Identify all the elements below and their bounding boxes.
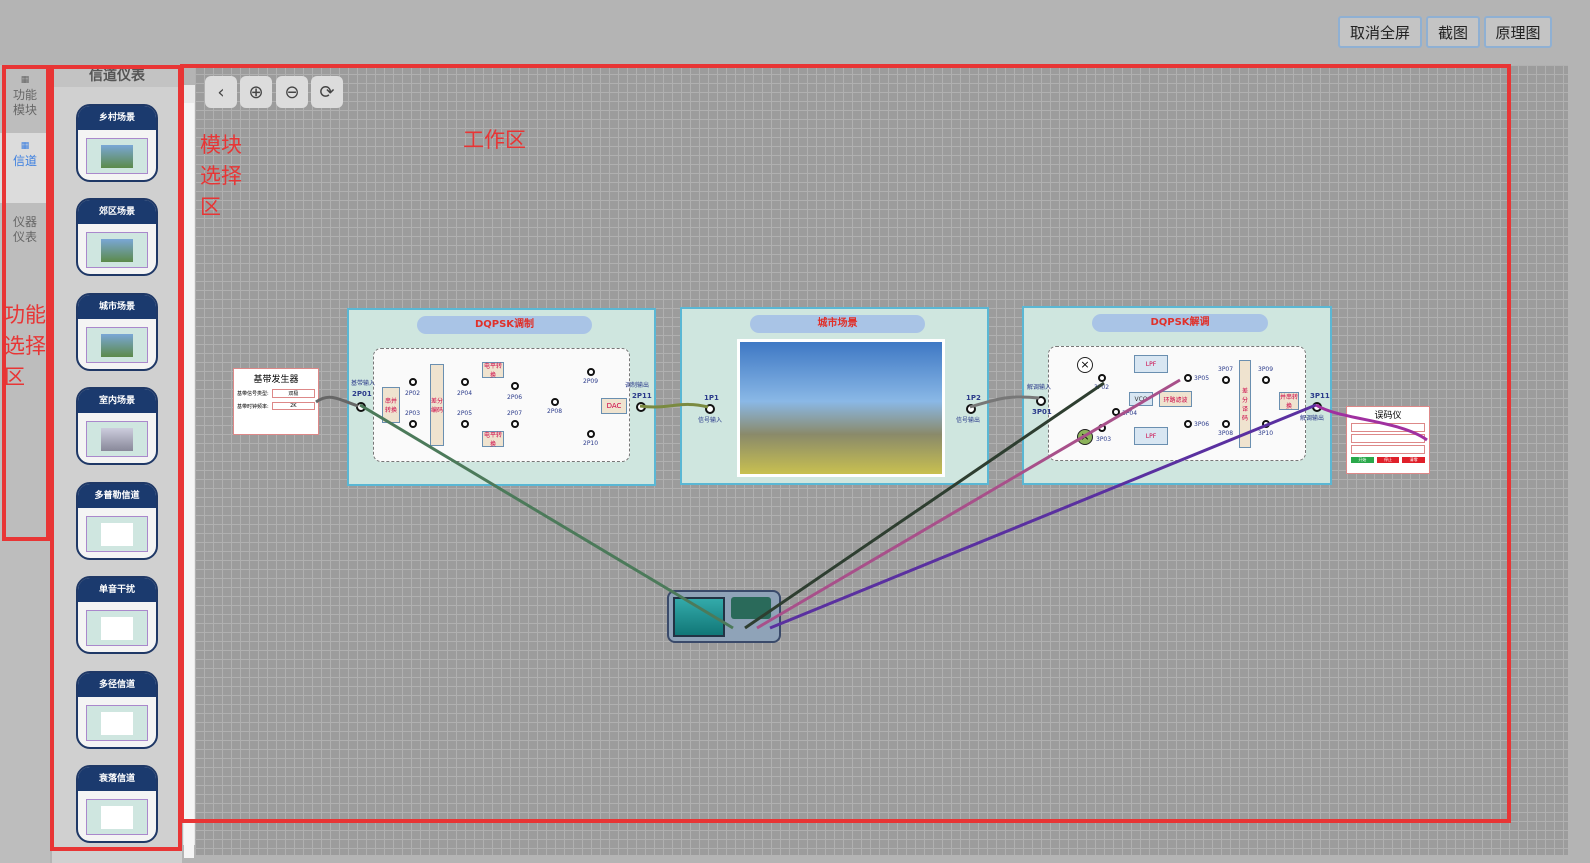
module-title: 城市场景 [750, 315, 925, 333]
grid-icon: ▦ [20, 75, 30, 85]
back-icon[interactable]: ‹ [205, 76, 237, 108]
port-3p01[interactable] [1036, 396, 1046, 406]
exit-fullscreen-button[interactable]: 取消全屏 [1338, 16, 1422, 48]
port-2p10[interactable] [587, 430, 595, 438]
cable[interactable] [969, 395, 1040, 409]
clock-freq-field[interactable]: 2K [271, 402, 315, 410]
dqpsk-demodulator-module[interactable]: DQPSK解调 LPF LPF VCO 环路滤波 差分译码 并串转换 × × 解… [1022, 306, 1332, 485]
start-button[interactable]: 开始 [1351, 457, 1374, 463]
module-card[interactable]: 城市场景 [76, 293, 158, 371]
module-card[interactable]: 单音干扰 [76, 576, 158, 654]
port-2p03[interactable] [409, 420, 417, 428]
module-area-annotation: 模块选择区 [200, 133, 242, 219]
nav-item-function-modules[interactable]: ▦功能模块 [0, 73, 50, 129]
port-2p02[interactable] [409, 378, 417, 386]
zoom-in-icon[interactable]: ⊕ [240, 76, 272, 108]
port-2p08[interactable] [551, 398, 559, 406]
cable[interactable] [315, 395, 359, 408]
schematic-button[interactable]: 原理图 [1484, 16, 1552, 48]
module-title: DQPSK解调 [1092, 314, 1268, 332]
cable[interactable] [359, 403, 734, 630]
city-channel-module[interactable]: 城市场景 1P1 信号输入 1P2 信号输出 [680, 307, 989, 485]
port-2p09[interactable] [587, 368, 595, 376]
port-2p07[interactable] [511, 420, 519, 428]
demodulator-input-label: 解调输入 [1027, 384, 1052, 391]
city-image [737, 339, 945, 477]
clear-button[interactable]: 清零 [1402, 457, 1426, 463]
zoom-out-icon[interactable]: ⊖ [276, 76, 308, 108]
ber-field[interactable] [1351, 445, 1425, 454]
panel-scrollbar[interactable] [183, 85, 195, 858]
signal-type-field[interactable]: 双极 [271, 389, 315, 398]
port-1p2[interactable] [966, 404, 976, 414]
cable[interactable] [1315, 403, 1428, 442]
stop-button[interactable]: 停止 [1376, 457, 1400, 463]
module-panel: 信道仪表 乡村场景 郊区场景 城市场景 室内场景 多普勒信道 单音干扰 多径信道… [52, 65, 182, 863]
cable[interactable] [744, 381, 1105, 630]
port-3p05[interactable] [1184, 374, 1192, 382]
nav-item-instruments[interactable]: 仪器仪表 [12, 215, 37, 244]
screenshot-button[interactable]: 截图 [1426, 16, 1480, 48]
modulator-output-label: 调制输出 [625, 382, 650, 389]
port-1p1[interactable] [705, 404, 715, 414]
module-card[interactable]: 衰落信道 [76, 765, 158, 843]
port-3p07[interactable] [1222, 376, 1230, 384]
port-3p09[interactable] [1262, 376, 1270, 384]
generator-title: 基带发生器 [253, 375, 299, 385]
oscilloscope[interactable] [667, 590, 781, 643]
work-area-annotation: 工作区 [463, 128, 526, 152]
nav-item-channel[interactable]: ▦信道 [0, 133, 50, 203]
port-3p06[interactable] [1184, 420, 1192, 428]
dac-block: DAC [601, 398, 627, 414]
module-card[interactable]: 多径信道 [76, 671, 158, 749]
port-2p04[interactable] [461, 378, 469, 386]
cable[interactable] [769, 403, 1317, 630]
scrollbar-thumb[interactable] [184, 103, 194, 858]
port-2p06[interactable] [511, 382, 519, 390]
cable[interactable] [756, 378, 1181, 630]
refresh-icon[interactable]: ⟳ [311, 76, 343, 108]
port-3p08[interactable] [1222, 420, 1230, 428]
grid-icon: ▦ [20, 141, 30, 151]
oscilloscope-keypad [731, 597, 771, 619]
port-2p05[interactable] [461, 420, 469, 428]
demodulator-output-label: 解调输出 [1300, 415, 1325, 422]
dqpsk-modulator-module[interactable]: DQPSK调制 串并转换 差分编码 电平转换 电平转换 基带输入 2P01 2P… [347, 308, 656, 486]
module-title: DQPSK调制 [417, 316, 592, 334]
cable[interactable] [639, 403, 709, 409]
port-3p04[interactable] [1112, 408, 1120, 416]
channel-output-label: 信号输出 [956, 417, 981, 424]
module-card[interactable]: 室内场景 [76, 387, 158, 465]
channel-input-label: 信号输入 [698, 417, 723, 424]
panel-title: 信道仪表 [52, 65, 182, 87]
module-card[interactable]: 乡村场景 [76, 104, 158, 182]
module-card[interactable]: 多普勒信道 [76, 482, 158, 560]
function-area-annotation: 功能选择区 [4, 303, 46, 389]
module-card[interactable]: 郊区场景 [76, 198, 158, 276]
function-nav: ▦功能模块 ▦信道 仪器仪表 [0, 65, 50, 863]
mixer-icon: × [1077, 357, 1093, 373]
modulator-input-label: 基带输入 [351, 380, 376, 387]
port-3p02[interactable] [1098, 374, 1106, 382]
